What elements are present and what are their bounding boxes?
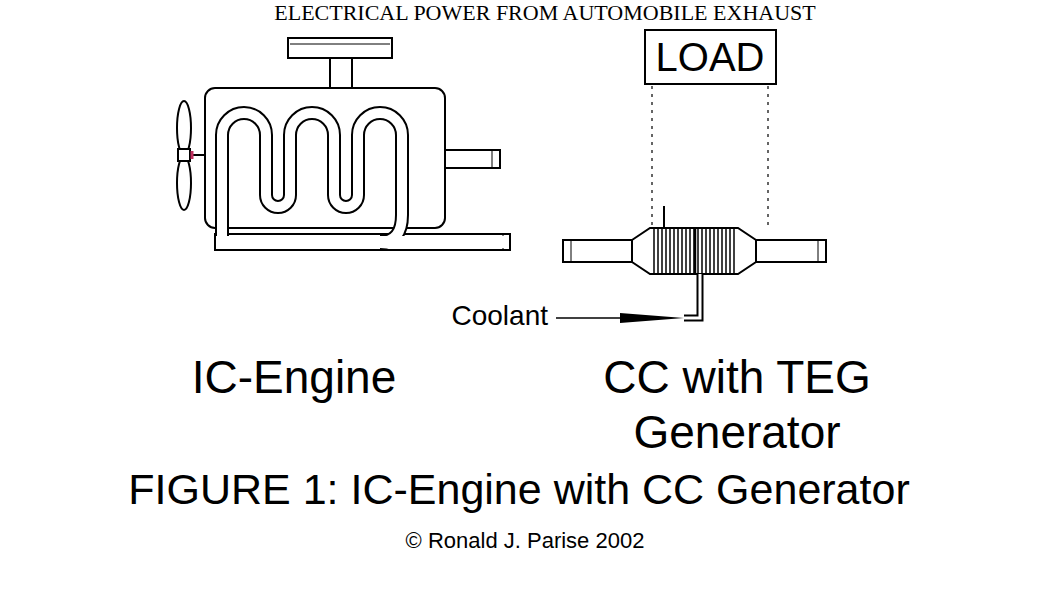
teg-fin xyxy=(725,229,727,273)
engine-label: IC-Engine xyxy=(104,350,484,405)
teg-fin xyxy=(673,229,675,273)
load-wire xyxy=(652,86,768,226)
teg-fin xyxy=(733,229,735,273)
teg-fin xyxy=(657,229,659,273)
teg-fin xyxy=(705,229,707,273)
teg-fin xyxy=(677,229,679,273)
teg-fin xyxy=(717,229,719,273)
teg-fin xyxy=(661,229,663,273)
teg-fin xyxy=(653,229,655,273)
teg-fin xyxy=(713,229,715,273)
coolant-label: Coolant xyxy=(370,299,548,333)
exhaust-pipe xyxy=(215,234,510,250)
coolant-tube xyxy=(684,274,700,318)
copyright-note: © Ronald J. Parise 2002 xyxy=(325,528,725,554)
coolant-arrow xyxy=(556,313,684,323)
teg-fin xyxy=(697,229,699,273)
teg-fin xyxy=(709,229,711,273)
load-box: LOAD xyxy=(644,29,777,85)
teg-fin xyxy=(665,229,667,273)
fan xyxy=(177,101,205,210)
teg-fins xyxy=(654,228,734,274)
catalytic-converter xyxy=(563,206,826,274)
teg-fin xyxy=(689,229,691,273)
teg-fin xyxy=(729,229,731,273)
exhaust-manifold xyxy=(216,113,506,248)
teg-fin xyxy=(721,229,723,273)
title: ELECTRICAL POWER FROM AUTOMOBILE EXHAUST xyxy=(60,0,1030,26)
engine-pipe xyxy=(445,150,500,168)
teg-divider xyxy=(694,228,697,274)
air-cleaner xyxy=(288,38,392,58)
carburetor xyxy=(330,58,352,88)
teg-fin xyxy=(693,229,695,273)
teg-fin xyxy=(701,229,703,273)
figure-caption: FIGURE 1: IC-Engine with CC Generator xyxy=(9,464,1029,516)
teg-fin xyxy=(685,229,687,273)
generator-label: CC with TEG Generator xyxy=(517,350,957,460)
box-label: LOAD xyxy=(656,35,765,79)
teg-fin xyxy=(681,229,683,273)
teg-fin xyxy=(669,229,671,273)
